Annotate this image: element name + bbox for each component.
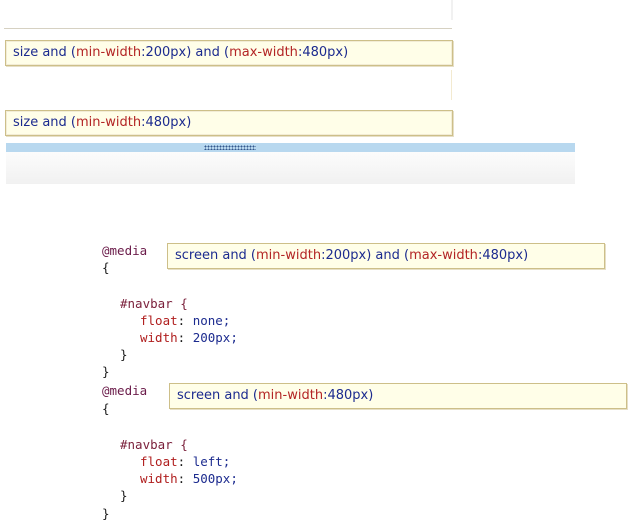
hint-min-width-value: :480px): [141, 115, 192, 130]
faint-divider: [451, 70, 452, 100]
top-rule: [4, 28, 452, 29]
code-inner-close-1: }: [120, 347, 128, 362]
code-at-rule-2: @media: [102, 383, 148, 398]
media-query-hint-1: size and (min-width:200px) and (max-widt…: [5, 40, 453, 66]
hint-min-width: min-width: [76, 45, 142, 60]
top-vertical-divider: [451, 0, 453, 20]
code-at-rule-1: @media: [102, 243, 148, 258]
hint-min-width: min-width: [256, 248, 322, 263]
code-outer-close-1: }: [102, 364, 110, 379]
code-decl-float-1: float: none;: [140, 313, 231, 328]
code-decl-width-1: width: 200px;: [140, 330, 238, 345]
media-query-hint-2: size and (min-width:480px): [5, 110, 453, 136]
pane-header-band: [6, 152, 575, 184]
code-selector-1: #navbar {: [120, 296, 188, 311]
hint-min-width-value: :200px) and (: [321, 248, 410, 263]
code-open-brace-1: {: [102, 260, 110, 275]
splitter-grip-icon[interactable]: [204, 145, 256, 150]
code-inner-close-2: }: [120, 488, 128, 503]
pane-splitter[interactable]: [6, 143, 575, 152]
hint-max-width: max-width: [409, 248, 478, 263]
hint-max-width: max-width: [229, 45, 298, 60]
code-outer-close-2: }: [102, 506, 110, 521]
hint-prefix: size and (: [13, 45, 77, 60]
code-open-brace-2: {: [102, 401, 110, 416]
hint-min-width: min-width: [76, 115, 142, 130]
code-decl-float-2: float: left;: [140, 454, 231, 469]
hint-prefix: screen and (: [177, 388, 259, 403]
hint-min-width-value: :480px): [323, 388, 374, 403]
code-decl-width-2: width: 500px;: [140, 471, 238, 486]
media-query-hint-screen-min: screen and (min-width:480px): [169, 383, 627, 409]
hint-max-width-value: :480px): [297, 45, 349, 60]
hint-max-width-value: :480px): [477, 248, 529, 263]
hint-min-width: min-width: [258, 388, 324, 403]
media-query-hint-screen-range: screen and (min-width:200px) and (max-wi…: [167, 243, 605, 269]
hint-prefix: screen and (: [175, 248, 257, 263]
hint-prefix: size and (: [13, 115, 77, 130]
code-selector-2: #navbar {: [120, 437, 188, 452]
hint-min-width-value: :200px) and (: [141, 45, 230, 60]
